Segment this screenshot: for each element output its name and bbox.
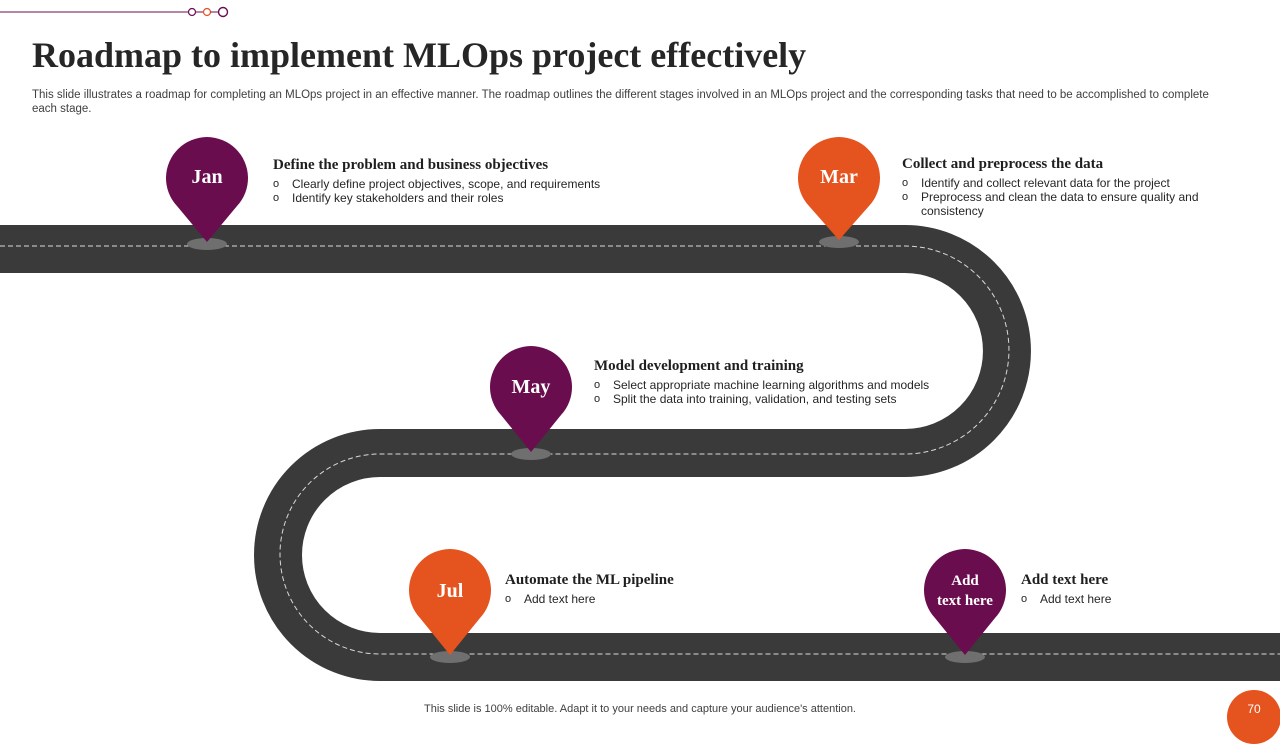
milestone-heading: Collect and preprocess the data [902, 156, 1104, 172]
milestone-label-add-line2: text here [937, 593, 993, 609]
page-number: 70 [1247, 702, 1261, 716]
milestone-block-jan: Define the problem and business objectiv… [273, 157, 653, 205]
milestone-pin-jan [166, 137, 248, 250]
milestone-pin-add [924, 549, 1006, 663]
milestone-label-jul: Jul [436, 580, 464, 602]
milestone-heading: Automate the ML pipeline [505, 572, 674, 588]
slide-subtitle: This slide illustrates a roadmap for com… [32, 89, 1209, 115]
milestone-block-may: Model development and training Select ap… [594, 358, 974, 406]
milestone-bullet: Split the data into training, validation… [594, 392, 974, 406]
roadmap-road [0, 225, 1280, 681]
slide-title: Roadmap to implement MLOps project effec… [32, 35, 807, 75]
milestone-label-jan: Jan [191, 166, 223, 188]
milestone-label-may: May [511, 376, 551, 398]
milestone-pin-jul [409, 549, 491, 663]
milestone-label-mar: Mar [820, 166, 858, 188]
milestone-bullet: Identify and collect relevant data for t… [902, 176, 1202, 190]
milestone-block-mar: Collect and preprocess the data Identify… [902, 156, 1202, 218]
milestone-bullet: Preprocess and clean the data to ensure … [902, 190, 1202, 218]
milestone-label-add-line1: Add [951, 573, 979, 589]
slide-footer: This slide is 100% editable. Adapt it to… [424, 703, 856, 715]
milestone-label-add: Add text here [924, 571, 1006, 611]
milestone-bullet: Add text here [1021, 592, 1251, 606]
milestone-bullet: Select appropriate machine learning algo… [594, 378, 974, 392]
milestone-heading: Model development and training [594, 358, 804, 374]
milestone-block-add: Add text here Add text here [1021, 572, 1251, 606]
milestone-bullet: Identify key stakeholders and their role… [273, 191, 653, 205]
milestone-block-jul: Automate the ML pipeline Add text here [505, 572, 805, 606]
page-number-badge: 70 [1227, 690, 1280, 744]
milestone-heading: Define the problem and business objectiv… [273, 157, 549, 173]
milestone-heading: Add text here [1021, 572, 1109, 588]
header-decoration [0, 6, 229, 18]
milestone-bullet: Add text here [505, 592, 805, 606]
milestone-bullet: Clearly define project objectives, scope… [273, 177, 653, 191]
milestone-pin-mar [798, 137, 880, 248]
milestone-pin-may [490, 346, 572, 460]
